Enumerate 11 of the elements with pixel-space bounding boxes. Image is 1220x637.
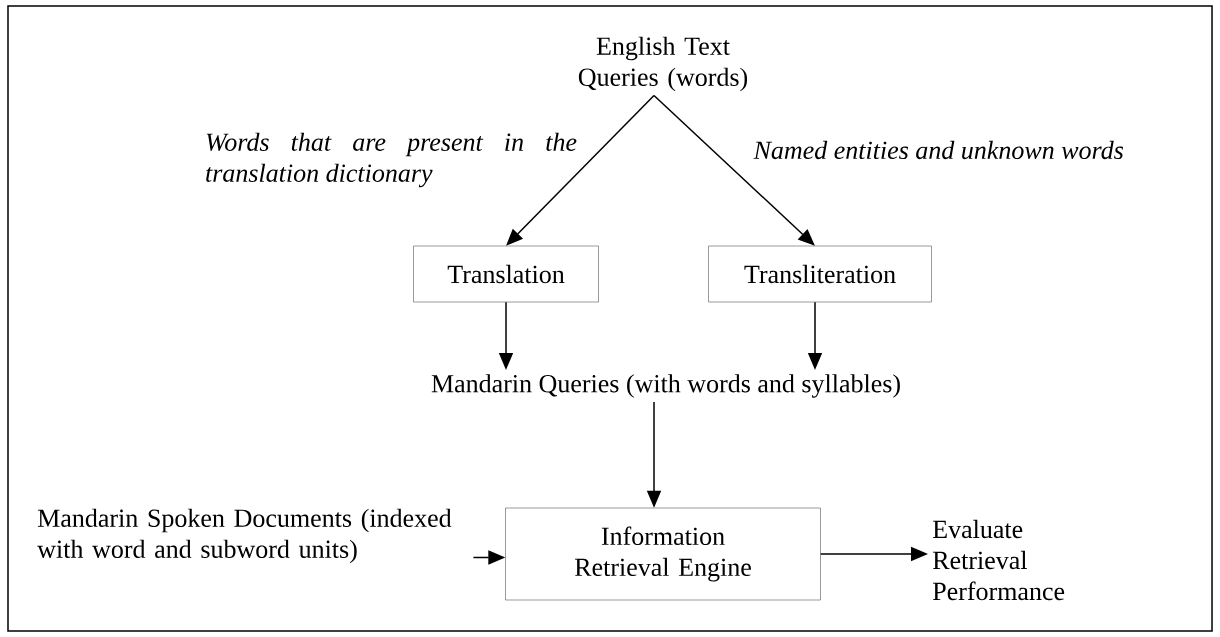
- edge-label: Named entities and unknown words: [753, 140, 1124, 160]
- process-box: Translation: [413, 245, 599, 303]
- output-text: Evaluate Retrieval Performance: [932, 519, 1065, 601]
- query-text: English Text Queries (words): [578, 36, 748, 92]
- process-box: Transliteration: [708, 245, 932, 303]
- source-text: Mandarin Spoken Documents (indexed with word and subword units): [37, 508, 452, 564]
- engine-box: Information Retrieval Engine: [505, 507, 821, 601]
- arrow: [506, 94, 655, 246]
- edge-label: Words that are present in the translation dictionary: [206, 132, 577, 188]
- arrow: [653, 94, 815, 246]
- query-text: Mandarin Queries (with words and syllables): [431, 374, 900, 398]
